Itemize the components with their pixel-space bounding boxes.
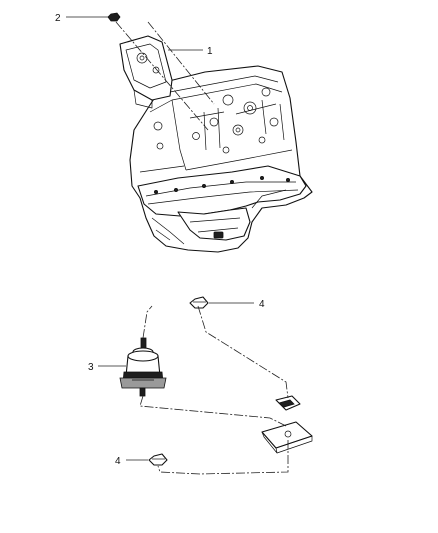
callout-label-3: 3 — [88, 362, 94, 373]
callout-label-1: 1 — [207, 46, 213, 57]
lower-bracket-plate-upper — [275, 395, 301, 411]
callout-label-2: 2 — [55, 13, 61, 24]
callout-3: 3 — [88, 362, 126, 373]
callout-label-4-upper: 4 — [259, 299, 265, 310]
upper-bolt — [107, 12, 121, 22]
engine-block — [129, 65, 313, 253]
callout-4-upper: 4 — [209, 299, 265, 310]
lower-alignment-lines — [139, 305, 289, 475]
callout-4-lower: 4 — [115, 456, 148, 467]
lower-bracket-plate — [261, 421, 313, 454]
callout-2: 2 — [55, 13, 108, 24]
callout-1: 1 — [168, 46, 213, 57]
upper-alignment-lines — [115, 21, 215, 131]
callout-label-4-lower: 4 — [115, 456, 121, 467]
upper-nut — [189, 296, 209, 309]
lower-mount-insulator — [119, 337, 167, 397]
upper-mount-bracket — [119, 35, 173, 109]
lower-nut — [148, 453, 168, 466]
